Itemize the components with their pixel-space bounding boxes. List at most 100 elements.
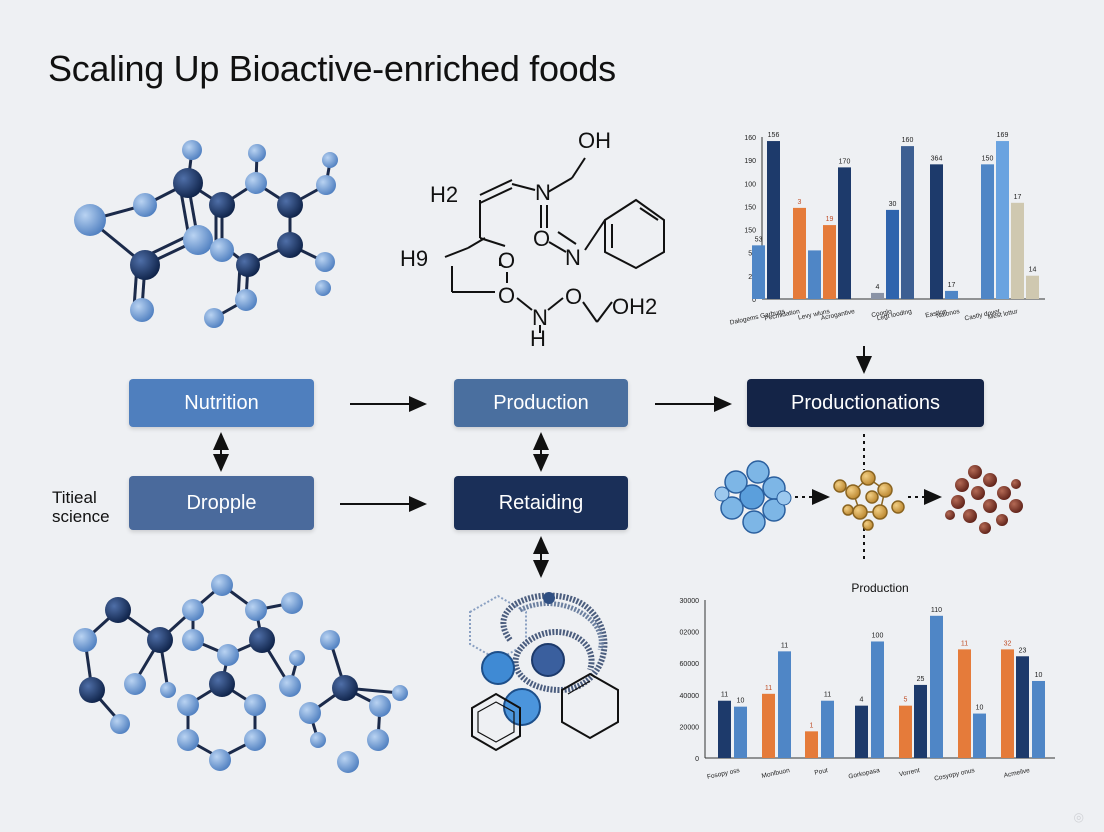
bar-data-label: 1 bbox=[810, 722, 814, 729]
bar-data-label: 150 bbox=[982, 155, 994, 162]
atom-label-h9: H9 bbox=[400, 246, 428, 271]
bar bbox=[871, 641, 884, 758]
bar bbox=[1026, 275, 1039, 299]
bar-data-label: 19 bbox=[826, 216, 834, 223]
bar-data-label: 23 bbox=[1019, 647, 1027, 654]
bar-data-label: 110 bbox=[931, 607, 942, 614]
bar bbox=[778, 651, 791, 758]
atom-label-oh2: OH2 bbox=[612, 294, 657, 319]
bar bbox=[855, 705, 868, 758]
chart-title: Production bbox=[851, 581, 908, 595]
bar-data-label: 10 bbox=[1035, 672, 1043, 679]
y-tick-label: 190 bbox=[744, 158, 756, 165]
dropple-label: Dropple bbox=[186, 491, 257, 514]
atom-label-h2: H2 bbox=[430, 182, 458, 207]
bar-data-label: 25 bbox=[917, 676, 925, 683]
bar bbox=[808, 250, 821, 299]
x-tick-label: Cosyopy onus bbox=[934, 767, 976, 783]
bar bbox=[930, 615, 943, 758]
page-title: Scaling Up Bioactive-enriched foods bbox=[48, 48, 616, 89]
bar bbox=[901, 146, 914, 299]
atom-label-o4: O bbox=[565, 284, 582, 309]
bar bbox=[899, 705, 912, 758]
bar bbox=[734, 706, 747, 758]
y-tick-label: 100 bbox=[744, 181, 756, 188]
bar-data-label: 364 bbox=[931, 155, 943, 162]
x-tick-label: Fosopy oss bbox=[706, 767, 741, 781]
y-tick-label: 0 bbox=[752, 297, 756, 304]
bar-data-label: 11 bbox=[721, 692, 728, 699]
y-tick-label: 02000 bbox=[680, 630, 700, 637]
productionations-box[interactable]: Productionations bbox=[747, 379, 984, 427]
molecule-top-left-atoms bbox=[74, 140, 338, 328]
bar-data-label: 17 bbox=[1014, 194, 1022, 201]
y-tick-label: 20000 bbox=[680, 724, 700, 731]
molecule-bottom-left-atoms bbox=[73, 574, 408, 773]
bar bbox=[793, 207, 806, 299]
bar-data-label: 169 bbox=[997, 132, 1009, 139]
bar bbox=[805, 731, 818, 758]
bar bbox=[718, 700, 731, 758]
chemical-structure bbox=[444, 157, 665, 333]
atom-label-n3: N bbox=[532, 305, 548, 330]
retaiding-box[interactable]: Retaiding bbox=[454, 476, 628, 530]
bar bbox=[945, 290, 958, 299]
bar bbox=[1016, 656, 1029, 758]
bar-data-label: 14 bbox=[1029, 267, 1037, 274]
atom-label-o3: O bbox=[498, 283, 515, 308]
bar bbox=[973, 713, 986, 758]
y-tick-label: 60000 bbox=[680, 661, 700, 668]
bar bbox=[838, 167, 851, 299]
bar-data-label: 5 bbox=[904, 697, 908, 704]
atom-label-o1: O bbox=[533, 226, 550, 251]
side-label: Titieal science bbox=[52, 488, 110, 526]
bar bbox=[871, 292, 884, 299]
bar-data-label: 170 bbox=[839, 158, 851, 165]
bar-data-label: 156 bbox=[768, 132, 780, 139]
bar bbox=[886, 209, 899, 299]
x-tick-label: Acmeilve bbox=[1003, 767, 1031, 779]
nutrition-label: Nutrition bbox=[184, 391, 259, 414]
gold-particle-cluster bbox=[833, 470, 905, 531]
bar-data-label: 53 bbox=[755, 236, 763, 243]
x-tick-label: Gorkopasa bbox=[848, 767, 881, 781]
bar bbox=[762, 693, 775, 758]
bar bbox=[958, 649, 971, 758]
x-tick-label: Nalonos bbox=[936, 308, 962, 320]
nutrition-box[interactable]: Nutrition bbox=[129, 379, 314, 427]
bar-data-label: 30 bbox=[889, 201, 897, 208]
atom-label-h: H bbox=[530, 326, 546, 351]
bar bbox=[914, 684, 927, 758]
bar-data-label: 32 bbox=[1004, 640, 1012, 647]
polymer-ring-illustration bbox=[469, 592, 619, 752]
bar-data-label: 11 bbox=[781, 642, 788, 649]
production-box[interactable]: Production bbox=[454, 379, 628, 427]
x-tick-label: Monlbuon bbox=[761, 767, 791, 780]
bar bbox=[930, 164, 943, 299]
bar-data-label: 4 bbox=[860, 697, 864, 704]
atom-label-n2: N bbox=[565, 245, 581, 270]
atom-label-oh: OH bbox=[578, 128, 611, 153]
dropple-box[interactable]: Dropple bbox=[129, 476, 314, 530]
bar bbox=[1032, 680, 1045, 758]
bar-data-label: 100 bbox=[872, 632, 884, 639]
bar bbox=[823, 225, 836, 299]
y-tick-label: 30000 bbox=[680, 598, 700, 605]
retaiding-label: Retaiding bbox=[498, 491, 584, 514]
bar-data-label: 160 bbox=[902, 137, 914, 144]
blue-crystal-cluster bbox=[714, 460, 792, 534]
y-tick-label: 40000 bbox=[680, 693, 700, 700]
y-tick-label: 0 bbox=[695, 756, 699, 763]
watermark-icon: ◎ bbox=[1073, 810, 1084, 824]
bar-data-label: 11 bbox=[765, 685, 772, 692]
brown-particle-cluster bbox=[945, 465, 1023, 534]
bar bbox=[981, 164, 994, 299]
bar bbox=[996, 141, 1009, 299]
y-tick-label: 150 bbox=[744, 228, 756, 235]
atom-label-n1: N bbox=[535, 180, 551, 205]
bar-data-label: 17 bbox=[948, 282, 956, 289]
bar bbox=[821, 700, 834, 758]
